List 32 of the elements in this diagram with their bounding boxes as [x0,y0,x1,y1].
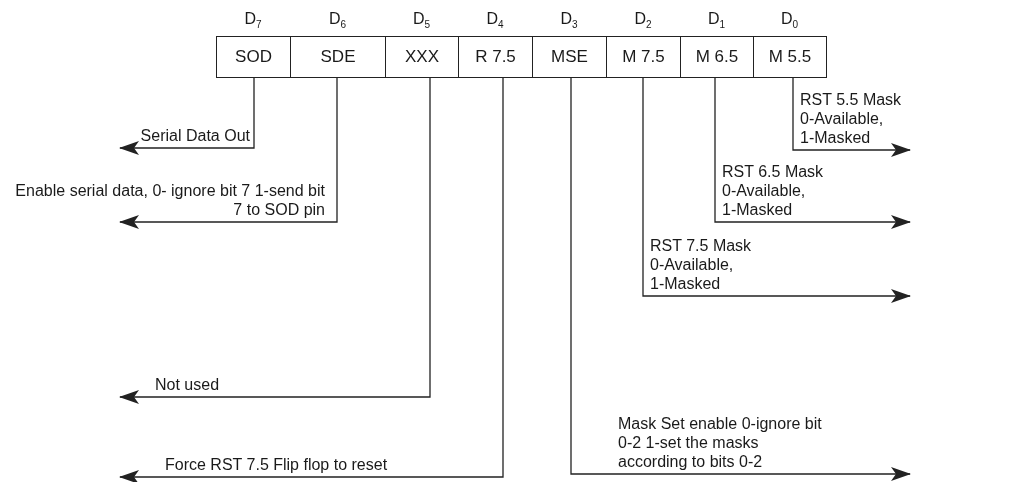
edge-label: RST 7.5 Mask 0-Available, 1-Masked [650,236,753,293]
bit-number-label: D$_{3}$ [559,10,579,31]
edge-label: Force RST 7.5 Flip flop to reset [165,455,389,474]
register-bit-cell: M 7.5 [606,36,681,78]
register-bit-cell: R 7.5 [458,36,533,78]
bit-number-label: D$_{0}$ [779,10,800,31]
arrow [119,77,255,155]
bit-number-label: D$_{5}$ [411,10,432,31]
register-bit-cell: SDE [290,36,386,78]
edge-label: Enable serial data, 0- ignore bit 7 1-send bit 7 to SOD pin [14,181,325,219]
edge-label: RST 5.5 Mask 0-Available, 1-Masked [800,90,903,147]
bit-number-label: D$_{2}$ [633,10,653,31]
register-bit-cell: MSE [532,36,607,78]
bit-number-label: D$_{4}$ [485,10,505,31]
arrow [119,77,338,229]
register-bit-cell: XXX [385,36,459,78]
edge-label: Not used [155,375,221,394]
register-bit-cell: M 5.5 [753,36,827,78]
bit-number-label: D$_{1}$ [706,10,727,31]
arrow [642,77,911,303]
arrow [570,77,911,481]
arrow [792,77,911,157]
arrow [714,77,911,229]
arrow [119,77,504,482]
edge-label: Mask Set enable 0-ignore bit 0-2 1-set the masks according to bits 0-2 [618,414,823,471]
edge-label: Serial Data Out [139,126,250,145]
register-bit-cell: SOD [216,36,291,78]
bit-number-label: D$_{6}$ [327,10,348,31]
register-bit-cell: M 6.5 [680,36,754,78]
edge-label: RST 6.5 Mask 0-Available, 1-Masked [722,162,825,219]
arrow [119,77,431,404]
bit-number-label: D$_{7}$ [243,10,263,31]
